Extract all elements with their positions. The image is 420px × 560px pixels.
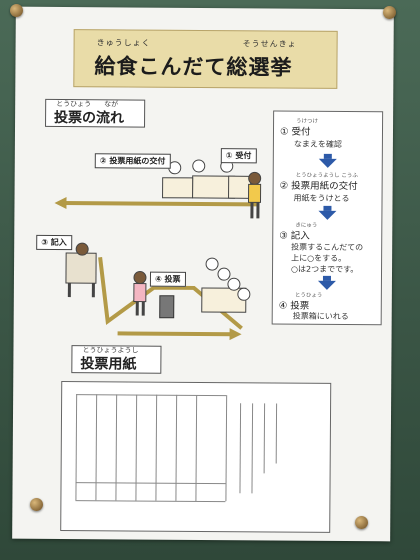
writing-booth — [65, 252, 97, 284]
tag-vote: ④ 投票 — [149, 271, 186, 287]
voter-head — [248, 171, 262, 185]
ballot-section-label: とうひょうようし 投票用紙 — [71, 345, 162, 374]
title-ruby-right: そうせんきょ — [242, 39, 297, 49]
step-3-note-3: ○は2つまでです。 — [291, 264, 359, 275]
step-arrow-1 — [318, 158, 337, 168]
observer-head-1 — [205, 257, 219, 271]
pushpin-bottom-right — [355, 516, 368, 529]
page-title: 給食こんだて総選挙 — [94, 54, 293, 80]
ballot-desk — [162, 177, 194, 199]
step-arrow-3 — [317, 280, 336, 290]
ballot-box — [159, 295, 175, 319]
box-voter-head — [133, 271, 147, 285]
tag-write: ③ 記入 — [36, 234, 72, 251]
observer-head-2 — [217, 267, 231, 281]
tag-ballot-issue: ② 投票用紙の交付 — [94, 153, 171, 169]
sample-ballot — [60, 381, 332, 533]
title-banner: きゅうしょく そうせんきょ 給食こんだて総選挙 — [73, 29, 338, 89]
step-arrow-2 — [318, 210, 337, 220]
step-2-note: 用紙をうけとる — [293, 193, 350, 204]
step-1-note: なまえを確認 — [293, 139, 342, 149]
voting-steps-panel: うけつけ ① 受付 なまえを確認 とうひょうようし こうふ ② 投票用紙の交付 … — [271, 110, 384, 326]
reception-desk-2 — [228, 175, 252, 199]
step-2: とうひょうようし こうふ ② 投票用紙の交付 — [279, 172, 358, 193]
observer-head-3 — [227, 277, 241, 291]
writer-head — [75, 242, 89, 256]
step-4: とうひょう ④ 投票 — [278, 292, 323, 312]
voter-body — [247, 183, 262, 203]
pushpin-bottom-left — [30, 498, 43, 511]
step-4-note: 投票箱にいれる — [292, 311, 349, 322]
flow-arrow-bottom — [117, 331, 234, 337]
flow-arrowhead-right — [229, 328, 242, 341]
staff-head-2 — [192, 159, 206, 173]
ballot-section-title: 投票用紙 — [80, 356, 137, 373]
election-poster: きゅうしょく そうせんきょ 給食こんだて総選挙 とうひょう なが 投票の流れ — [12, 6, 394, 542]
pushpin-top-left — [10, 4, 23, 17]
flow-arrowhead-left — [54, 197, 67, 210]
flow-section-title: 投票の流れ — [54, 109, 125, 127]
step-3: きにゅう ③ 記入 — [279, 222, 318, 242]
flow-section-label: とうひょう なが 投票の流れ — [45, 98, 146, 128]
staff-head-1 — [168, 161, 182, 175]
pushpin-top-right — [383, 6, 396, 19]
step-1: うけつけ ① 受付 — [279, 118, 319, 138]
title-ruby-left: きゅうしょく — [96, 38, 151, 48]
tag-receive: ① 受付 — [220, 148, 257, 164]
step-3-note-2: 上に○をする。 — [291, 253, 347, 263]
flow-arrow-top — [62, 201, 259, 207]
observer-head-4 — [237, 287, 251, 301]
voting-flow-illustration — [54, 159, 262, 341]
step-3-note: 投票するこんだての — [291, 242, 364, 253]
box-voter-body — [133, 283, 147, 303]
